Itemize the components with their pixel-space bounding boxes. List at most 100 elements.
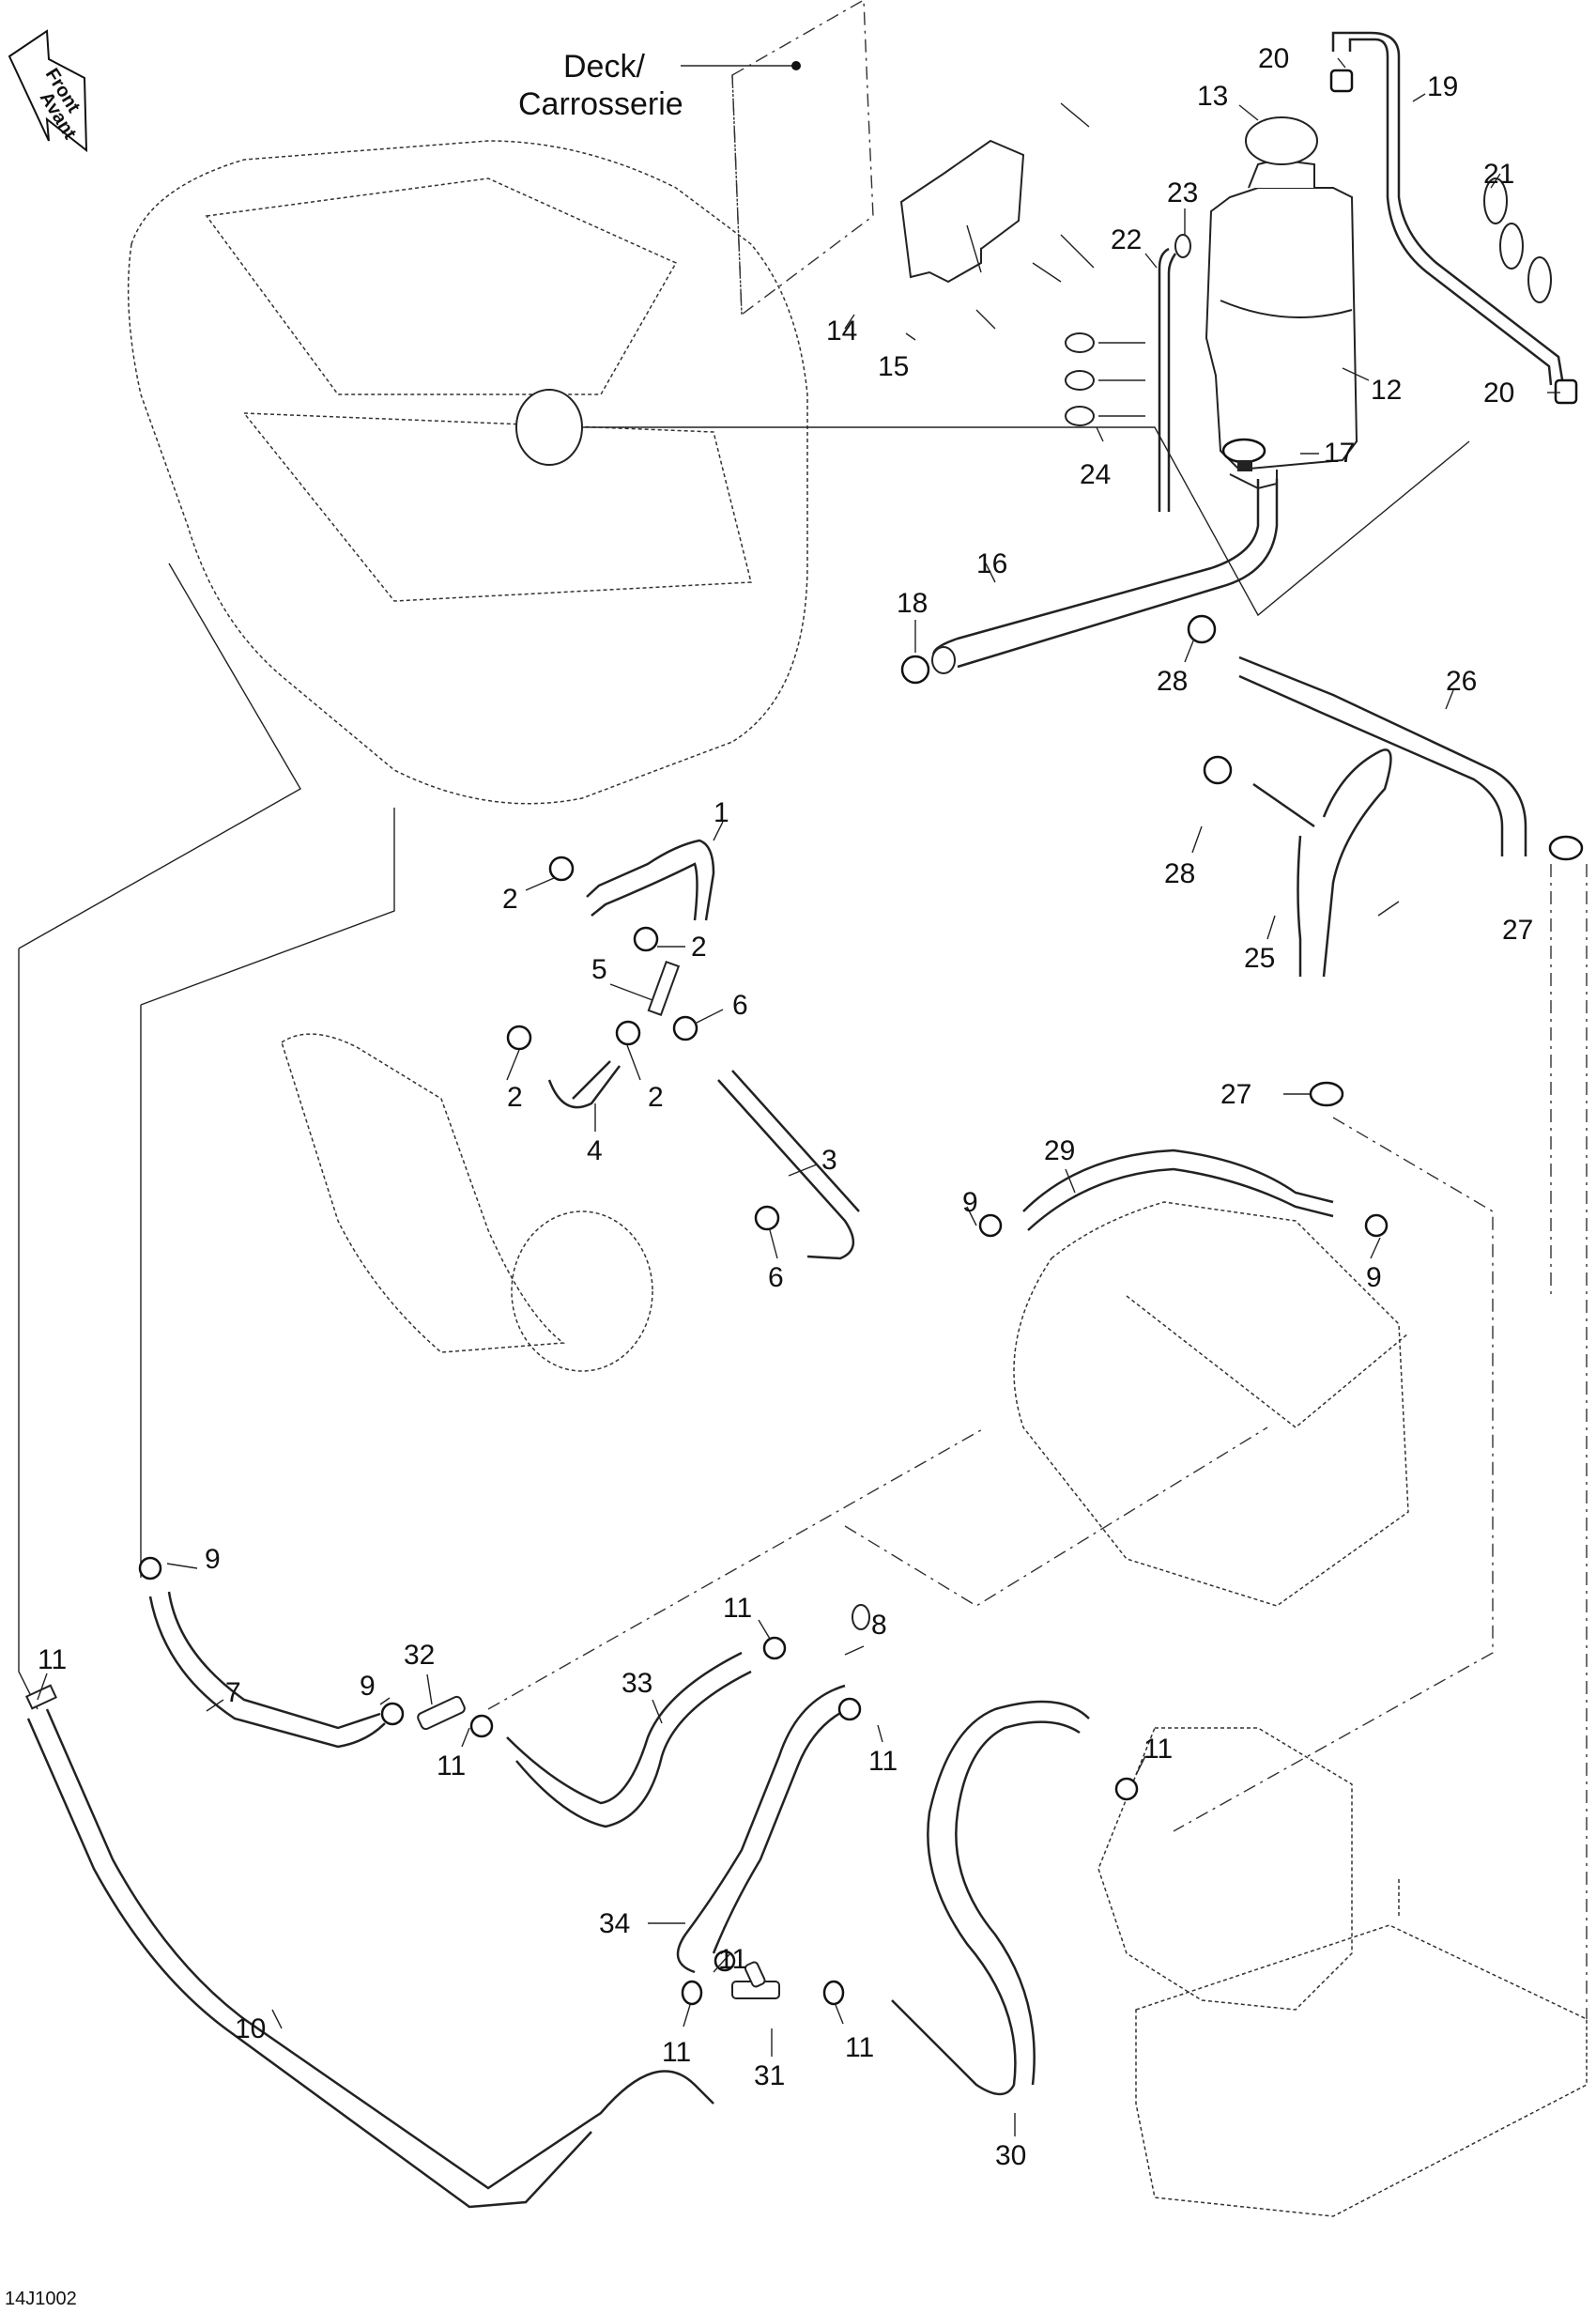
callout-34: 34 <box>599 1908 630 1939</box>
fitting-part-11-left <box>25 1684 57 1710</box>
clamp-part-2-left <box>506 1025 532 1051</box>
hose-part-19 <box>1331 31 1565 386</box>
callout-1: 1 <box>714 797 729 828</box>
clamp-part-17 <box>1221 438 1266 471</box>
callout-6: 6 <box>732 990 748 1021</box>
clamp-part-11-c <box>837 1697 862 1721</box>
callout-11: 11 <box>38 1644 67 1675</box>
callout-2: 2 <box>507 1082 523 1113</box>
muffler <box>281 1033 653 1372</box>
callout-19: 19 <box>1427 71 1458 102</box>
callout-11: 11 <box>868 1746 898 1777</box>
clamp-part-11-b <box>762 1636 787 1660</box>
callout-33: 33 <box>622 1668 652 1699</box>
callout-31: 31 <box>754 2060 785 2091</box>
callout-28: 28 <box>1164 858 1195 889</box>
callout-32: 32 <box>404 1640 435 1671</box>
callout-12: 12 <box>1371 375 1402 406</box>
callout-5: 5 <box>591 954 607 985</box>
callout-leaders <box>37 57 1560 2136</box>
clamp-part-11-d <box>1114 1777 1139 1801</box>
drawing-code: 14J1002 <box>5 2289 77 2309</box>
callout-11: 11 <box>718 1944 747 1975</box>
callout-17: 17 <box>1324 438 1355 469</box>
deck-label-line1: Deck/ <box>563 49 645 85</box>
hose-part-29 <box>1022 1149 1334 1231</box>
clamp-part-2-mid <box>633 926 659 952</box>
callout-28: 28 <box>1157 666 1188 697</box>
callout-13: 13 <box>1197 81 1228 112</box>
callout-15: 15 <box>878 351 909 382</box>
callout-9: 9 <box>360 1671 376 1702</box>
clamp-part-20-lower <box>1554 378 1578 405</box>
callout-8: 8 <box>871 1610 887 1641</box>
callout-2: 2 <box>502 884 518 915</box>
ride-plate <box>1135 1878 1588 2217</box>
callout-11: 11 <box>723 1593 752 1624</box>
clamp-part-28-top <box>1187 614 1217 644</box>
callout-24: 24 <box>1080 459 1111 490</box>
clamp-part-18 <box>900 655 930 685</box>
callout-20: 20 <box>1258 43 1289 74</box>
hose-part-4 <box>547 1060 621 1109</box>
callout-11: 11 <box>845 2032 874 2063</box>
tee-fitting-part-31 <box>731 1961 780 1999</box>
callout-18: 18 <box>897 588 928 619</box>
clamp-part-11-f <box>681 1980 703 2006</box>
hose-part-25 <box>1252 748 1392 978</box>
deck-panel <box>731 0 874 316</box>
clamp-part-9-upper-left <box>138 1556 162 1581</box>
push-rivets-part-15 <box>966 102 1095 330</box>
callout-11: 11 <box>1143 1734 1173 1765</box>
callout-21: 21 <box>1483 159 1514 190</box>
hose-part-33 <box>506 1651 752 1828</box>
clamp-part-6-upper <box>672 1015 698 1041</box>
callout-14: 14 <box>826 316 857 347</box>
clamp-part-27-lower <box>1309 1081 1344 1107</box>
radiator-cap-part-13 <box>1245 116 1318 165</box>
callout-30: 30 <box>995 2140 1026 2171</box>
callout-11: 11 <box>437 1750 466 1781</box>
clamp-part-9-right <box>1364 1213 1389 1238</box>
callout-9: 9 <box>205 1544 221 1575</box>
hose-part-3 <box>717 1070 860 1260</box>
engine <box>127 140 808 805</box>
callout-6: 6 <box>768 1262 784 1293</box>
callout-22: 22 <box>1111 224 1142 255</box>
callout-3: 3 <box>821 1145 837 1176</box>
deck-label-line2: Carrosserie <box>518 86 683 122</box>
callout-numbers: 1 2 2 2 2 3 4 5 6 6 7 8 9 9 9 9 10 11 11… <box>38 43 1533 2171</box>
hose-part-30 <box>891 1700 1090 2096</box>
callout-2: 2 <box>691 932 707 963</box>
clamp-part-2-right <box>615 1020 641 1046</box>
deck-reference: Deck/ Carrosserie <box>518 49 801 122</box>
clamp-part-28-lower <box>1203 755 1233 785</box>
callout-29: 29 <box>1044 1135 1075 1166</box>
callout-26: 26 <box>1446 666 1477 697</box>
clamp-part-6-lower <box>754 1205 780 1231</box>
bracket-part-14 <box>899 139 1025 284</box>
hose-part-22 <box>1158 247 1170 512</box>
hose-part-26 <box>1238 655 1527 856</box>
callout-10: 10 <box>235 2013 266 2044</box>
clamp-part-11-a <box>469 1714 494 1738</box>
clamp-part-2-upper <box>548 856 575 882</box>
clamp-part-9-tee <box>380 1702 405 1726</box>
callout-4: 4 <box>587 1135 603 1166</box>
clamp-part-11-g <box>822 1980 845 2006</box>
front-direction-arrow-icon: Front Avant <box>8 29 88 153</box>
clamp-part-20-top <box>1329 69 1354 93</box>
tee-fitting-part-32 <box>417 1695 466 1731</box>
tee-fitting-part-5 <box>647 960 681 1016</box>
tie-wraps-part-21 <box>1483 177 1552 303</box>
hose-part-34 <box>676 1684 860 1974</box>
callout-27: 27 <box>1220 1079 1251 1110</box>
callout-27: 27 <box>1502 915 1533 946</box>
callout-11: 11 <box>662 2037 691 2068</box>
clamp-part-23 <box>1174 234 1191 258</box>
callout-20: 20 <box>1483 378 1514 409</box>
hose-part-1 <box>586 839 715 921</box>
callout-16: 16 <box>976 548 1007 579</box>
hose-part-7 <box>148 1591 386 1749</box>
